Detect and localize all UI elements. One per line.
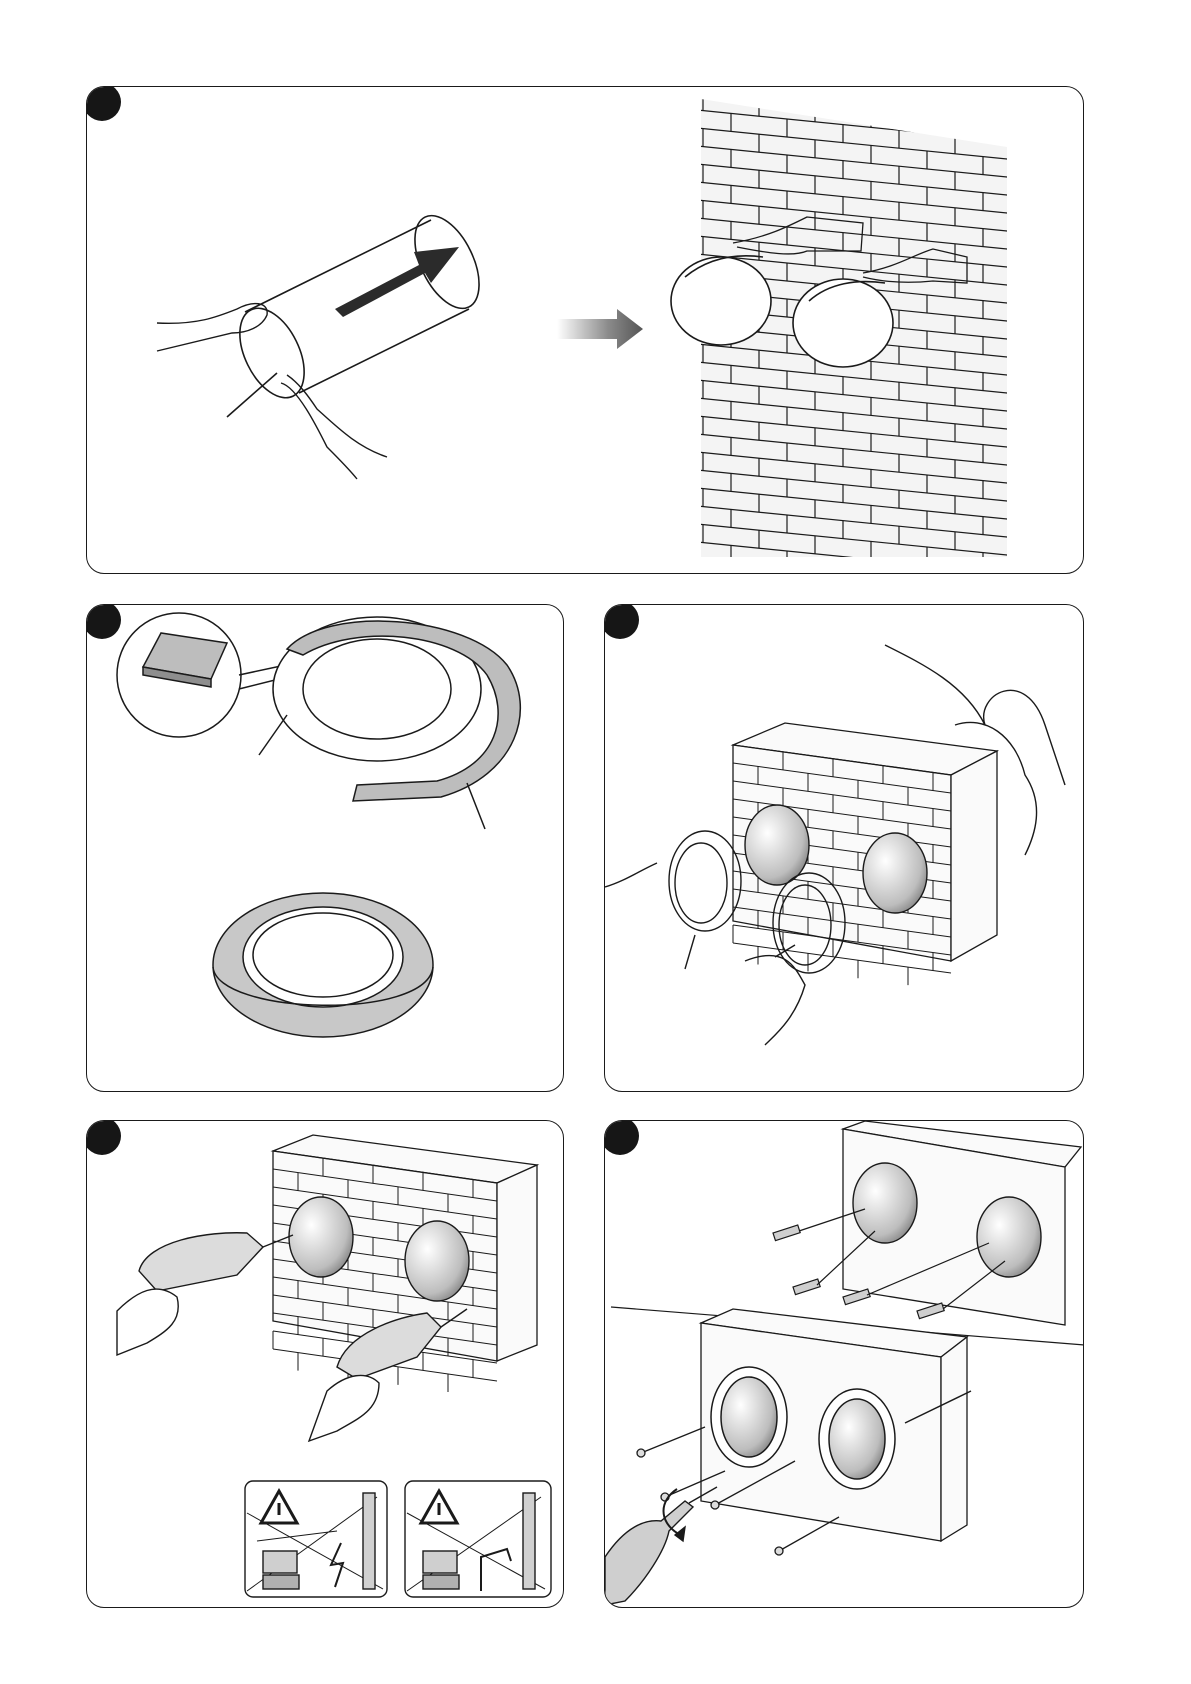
step-5-illustration — [605, 1121, 1084, 1608]
wall-hole-left — [745, 805, 809, 885]
transition-arrow — [557, 309, 643, 349]
warning-box-water — [405, 1481, 551, 1597]
upper-hole-left — [853, 1163, 917, 1243]
wall-hole-right — [863, 833, 927, 913]
step-panel-3 — [604, 604, 1084, 1092]
step-panel-4 — [86, 1120, 564, 1608]
step-3-illustration — [605, 605, 1084, 1092]
drill-hole-right — [405, 1221, 469, 1301]
step-panel-5 — [604, 1120, 1084, 1608]
step-panel-2 — [86, 604, 564, 1092]
brick-joint — [647, 573, 1047, 574]
step-1-illustration — [87, 87, 1084, 574]
step-2-illustration — [87, 605, 564, 1092]
step-4-illustration — [87, 1121, 564, 1608]
brick-joint — [647, 555, 1047, 574]
step-panel-1 — [86, 86, 1084, 574]
drill-hole-left — [289, 1197, 353, 1277]
screwdriver — [605, 1487, 717, 1605]
warning-box-electric — [245, 1481, 387, 1597]
pipe-end-right — [793, 279, 893, 367]
pipe-end-left — [671, 257, 771, 345]
upper-hole-right — [977, 1197, 1041, 1277]
drill-left — [117, 1233, 293, 1355]
